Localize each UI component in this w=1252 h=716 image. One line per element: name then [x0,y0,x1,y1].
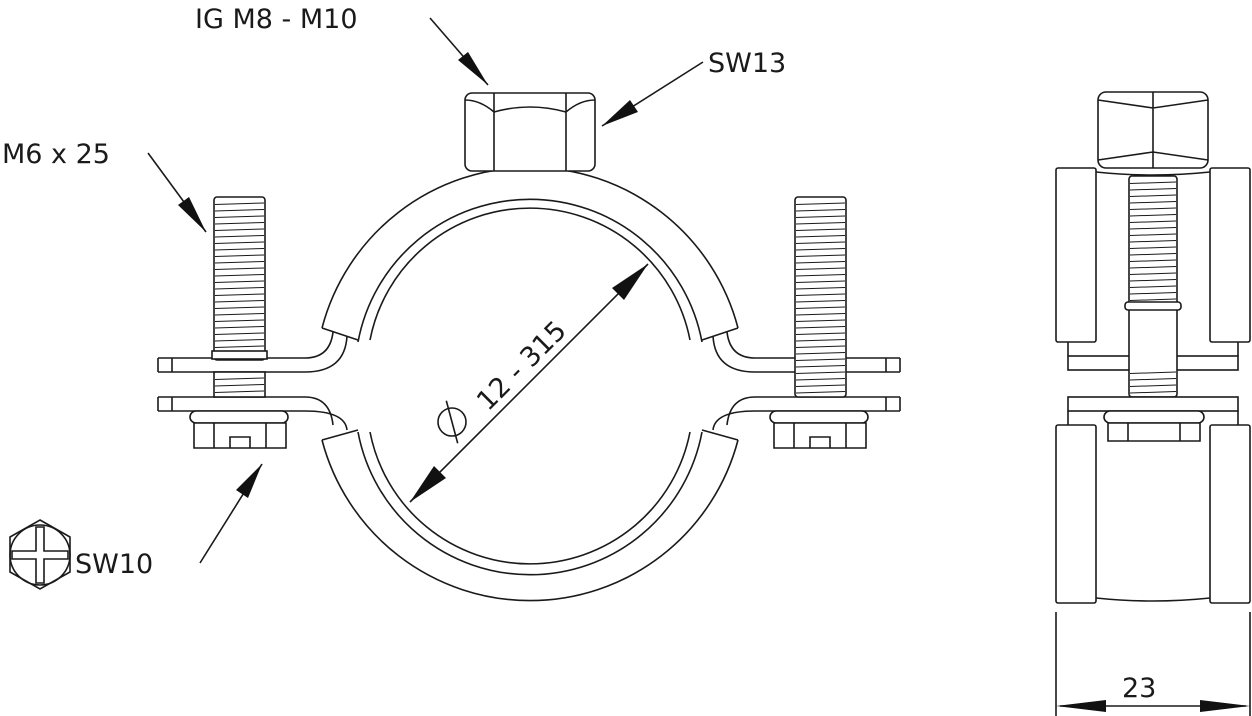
thread-line [795,267,846,270]
thread-line [1129,378,1177,381]
right-bolt [769,196,869,449]
thread-line [795,248,846,251]
thread-line [795,365,846,368]
thread-line [795,254,846,257]
thread-line [795,326,846,329]
thread-line [1129,188,1177,191]
side-view [1055,91,1251,716]
thread-line [795,319,846,322]
thread-line [795,202,846,205]
thread-line [214,384,265,387]
thread-line [214,209,265,212]
thread-line [795,209,846,212]
label-top-nut-thread: IG M8 - M10 [195,4,358,35]
thread-line [795,378,846,381]
thread-line [1129,253,1177,256]
thread-line [214,241,265,244]
thread-line [795,261,846,264]
thread-line [795,215,846,218]
leader-arrows [147,17,704,564]
thread-line [214,222,265,225]
thread-line [214,228,265,231]
thread-line [795,287,846,290]
thread-line [214,274,265,277]
label-top-nut-wrench: SW13 [708,48,786,79]
thread-line [1129,214,1177,217]
thread-line [795,280,846,283]
thread-line [214,235,265,238]
thread-line [795,384,846,387]
thread-line [795,300,846,303]
thread-line [795,352,846,355]
thread-line [1129,240,1177,243]
thread-line [214,287,265,290]
thread-line [795,241,846,244]
thread-line [795,371,846,374]
thread-line [795,339,846,342]
thread-line [214,300,265,303]
thread-line [214,248,265,251]
thread-line [1129,207,1177,210]
thread-line [1129,292,1177,295]
thread-line [214,280,265,283]
thread-line [1129,298,1177,301]
thread-line [214,306,265,309]
thread-line [214,261,265,264]
thread-line [1129,233,1177,236]
thread-line [795,222,846,225]
thread-line [795,235,846,238]
thread-line [1129,259,1177,262]
left-bolt [189,196,289,449]
thread-line [214,326,265,329]
thread-line [1129,266,1177,269]
thread-line [214,390,265,393]
label-bolt: M6 x 25 [2,139,110,170]
thread-line [795,332,846,335]
thread-line [214,267,265,270]
thread-line [1129,371,1177,374]
thread-line [1129,194,1177,197]
thread-line [795,345,846,348]
label-screw-wrench: SW10 [75,549,153,580]
thread-line [795,306,846,309]
thread-line [1129,227,1177,230]
thread-line [1129,220,1177,223]
thread-line [795,391,846,394]
thread-line [214,202,265,205]
thread-line [1129,279,1177,282]
flanges [157,331,901,431]
diameter-symbol [437,400,467,444]
thread-line [214,215,265,218]
thread-line [214,254,265,257]
thread-line [214,293,265,296]
thread-line [795,313,846,316]
clamp-ring [321,166,739,602]
thread-line [1129,384,1177,387]
thread-line [214,339,265,342]
thread-line [1129,391,1177,394]
label-width: 23 [1122,673,1156,704]
thread-line [1129,272,1177,275]
thread-line [214,377,265,380]
thread-line [214,332,265,335]
thread-line [1129,181,1177,184]
thread-line [214,313,265,316]
thread-line [1129,246,1177,249]
thread-line [795,358,846,361]
thread-line [214,319,265,322]
thread-line [1129,285,1177,288]
label-diameter-range: 12 - 315 [471,315,573,417]
thread-line [214,345,265,348]
thread-line [795,274,846,277]
thread-line [795,293,846,296]
thread-line [795,228,846,231]
hex-cross-head-icon [9,519,71,590]
top-nut [464,92,596,172]
thread-line [1129,201,1177,204]
